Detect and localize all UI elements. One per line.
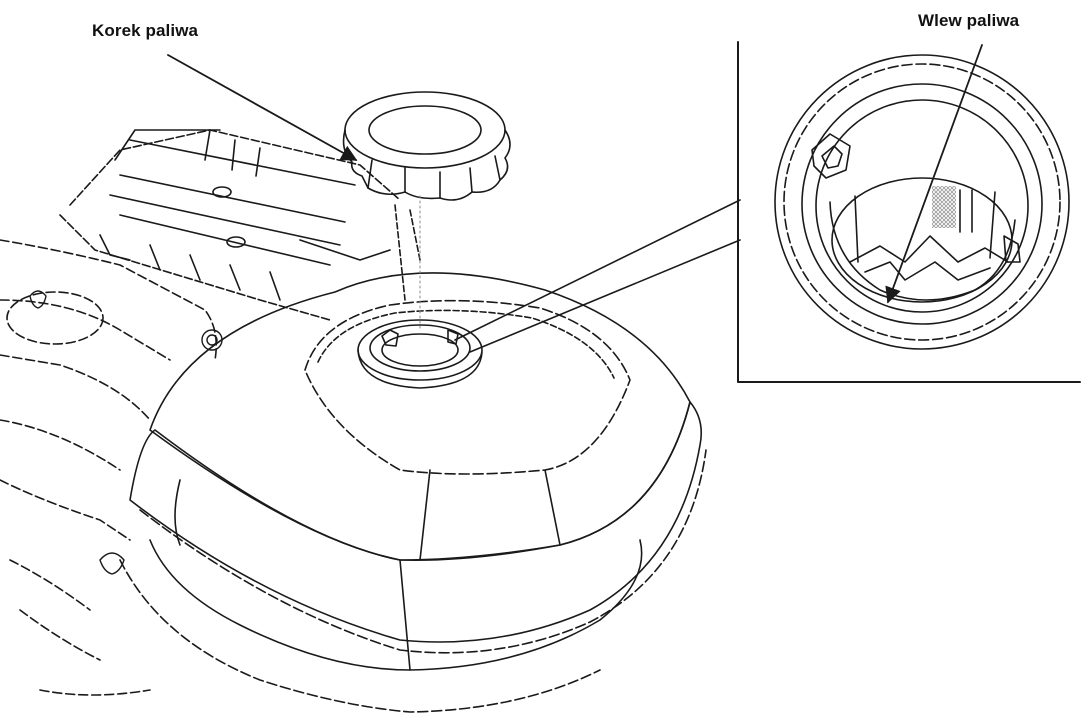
engine-body <box>0 239 218 696</box>
fuel-inlet-detail <box>774 54 1070 350</box>
fuel-tank <box>119 272 707 713</box>
fuel-cap-label: Korek paliwa <box>92 21 199 40</box>
inset-frame <box>737 41 1081 383</box>
tank-flange <box>129 401 703 643</box>
engine-fasteners <box>29 290 223 575</box>
inset-connector-upper <box>454 199 741 341</box>
muffler-guard <box>59 129 421 321</box>
fuel-cap <box>342 91 511 201</box>
tank-plateau <box>304 299 631 475</box>
fuel-inlet-leader <box>885 44 983 304</box>
inset-connector-lower <box>469 239 741 353</box>
fuel-cap-leader <box>167 54 358 161</box>
fuel-inlet-label: Wlew paliwa <box>918 11 1020 30</box>
fuel-inlet-neck <box>357 319 483 389</box>
